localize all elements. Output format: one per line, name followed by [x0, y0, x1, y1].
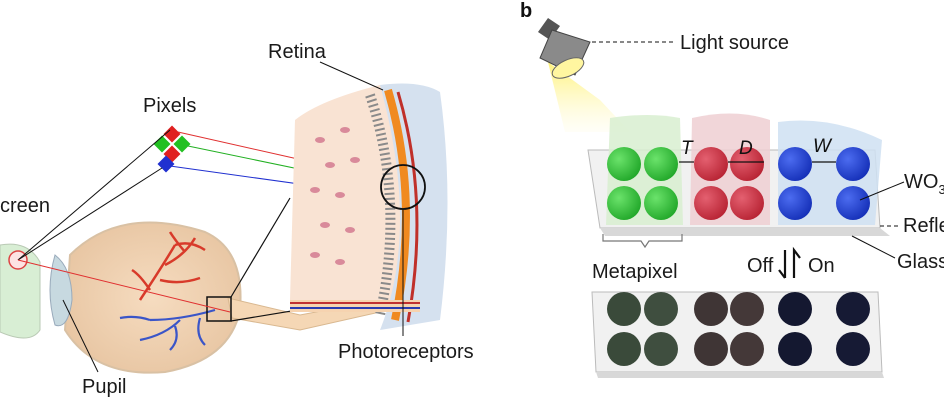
photoreceptors-label: Photoreceptors — [338, 341, 474, 363]
green-subpixel — [607, 186, 641, 220]
switch-arrows-icon — [778, 246, 801, 279]
pupil-leader — [62, 299, 99, 373]
glass-label: Glass — [897, 251, 944, 273]
wo3-label: WO3 — [904, 171, 944, 197]
dark-green-subpixel — [644, 292, 678, 326]
reflector-label: Refle — [903, 215, 944, 237]
dark-red-subpixel — [694, 332, 728, 366]
screen-label: creen — [0, 195, 50, 217]
dark-blue-subpixel — [836, 332, 870, 366]
panel-b: b Light source — [520, 0, 944, 378]
pixel-cluster — [153, 125, 191, 173]
panel-a: Retina Pixels creen Pupil Photoreceptors — [0, 41, 474, 398]
metapixel-label: Metapixel — [592, 261, 678, 283]
blue-subpixel — [778, 147, 812, 181]
on-label: On — [808, 255, 835, 277]
panel-b-letter: b — [520, 0, 532, 22]
red-subpixel — [730, 147, 764, 181]
blue-subpixel — [836, 186, 870, 220]
green-subpixel — [644, 186, 678, 220]
dark-red-subpixel — [694, 292, 728, 326]
dark-red-subpixel — [730, 292, 764, 326]
light-source-label: Light source — [680, 32, 789, 54]
red-subpixel — [694, 147, 728, 181]
red-subpixel — [730, 186, 764, 220]
wo3-leader — [859, 181, 905, 201]
dark-green-subpixel — [607, 292, 641, 326]
off-label: Off — [747, 255, 774, 277]
pupil-label: Pupil — [82, 376, 126, 398]
w-label: W — [813, 136, 833, 157]
pixels-label: Pixels — [143, 95, 196, 117]
d-label: D — [739, 138, 753, 159]
lamp-icon — [538, 18, 630, 132]
dark-blue-subpixel — [836, 292, 870, 326]
device-on: T D W — [587, 113, 890, 249]
blue-subpixel — [836, 147, 870, 181]
t-label: T — [681, 138, 694, 159]
dark-green-subpixel — [644, 332, 678, 366]
retina-label: Retina — [268, 41, 327, 63]
dark-red-subpixel — [730, 332, 764, 366]
retina-cross-section — [290, 83, 448, 330]
dark-blue-subpixel — [778, 292, 812, 326]
glass-leader — [851, 235, 896, 259]
device-off — [591, 291, 884, 378]
blue-subpixel — [778, 186, 812, 220]
dark-green-subpixel — [607, 332, 641, 366]
retina-leader — [319, 61, 384, 91]
green-subpixel — [644, 147, 678, 181]
screen-illustration — [0, 243, 41, 339]
red-subpixel — [694, 186, 728, 220]
dark-blue-subpixel — [778, 332, 812, 366]
eye-illustration — [49, 197, 381, 374]
green-subpixel — [607, 147, 641, 181]
